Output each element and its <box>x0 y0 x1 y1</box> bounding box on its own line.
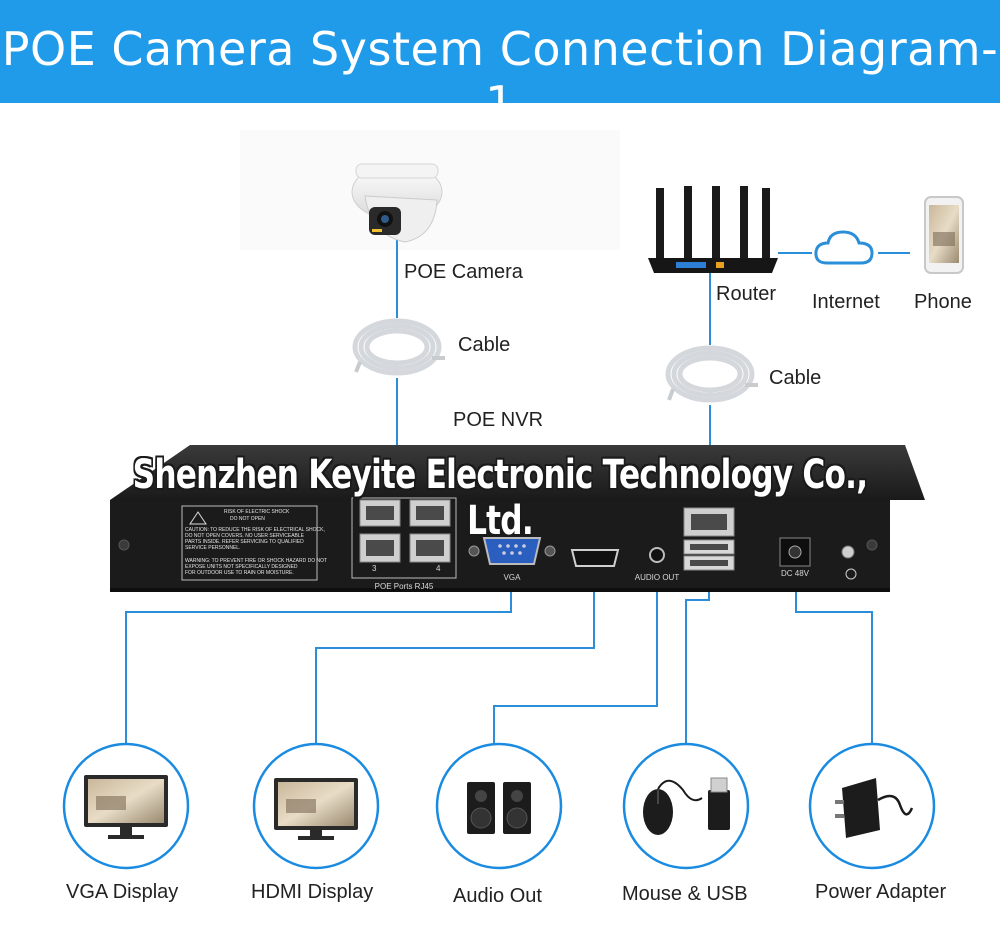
internet-label: Internet <box>812 291 880 313</box>
poe-camera-icon <box>351 163 443 243</box>
warning-line: RISK OF ELECTRIC SHOCK <box>224 509 290 515</box>
internet-cloud-icon <box>814 230 874 265</box>
poe-nvr-icon: RISK OF ELECTRIC SHOCK DO NOT OPEN CAUTI… <box>110 445 925 592</box>
poe-rj45-ports <box>359 499 451 563</box>
vga-label: VGA <box>504 573 522 582</box>
router-label: Router <box>716 283 777 305</box>
poe-port-number: 4 <box>436 564 441 573</box>
usb-dongle-icon <box>708 777 730 830</box>
poe-port-number: 3 <box>372 564 377 573</box>
vga-to-display-line <box>125 580 512 748</box>
vga-port <box>468 537 556 565</box>
cable-right-icon <box>665 345 758 403</box>
device-label-mouse-usb: Mouse & USB <box>622 883 748 905</box>
audio-out-jack <box>649 547 665 563</box>
lan-usb-ports <box>683 507 735 571</box>
warning-line: WARNING: TO PREVENT FIRE OR SHOCK HAZARD… <box>185 558 327 564</box>
power-to-adapter-line <box>795 565 873 748</box>
phone-icon <box>924 196 964 274</box>
poe-nvr-label: POE NVR <box>453 409 544 431</box>
cable-left-label: Cable <box>458 334 511 356</box>
speaker-icon <box>467 782 531 834</box>
warning-line: DO NOT OPEN COVERS. NO USER SERVICEABLE <box>185 533 305 539</box>
audio-to-speaker-line <box>493 572 658 748</box>
warning-line: FOR OUTDOOR USE TO RAIN OR MOISTURE. <box>185 570 294 576</box>
usb-to-mouse-line <box>685 580 710 748</box>
warning-label-text: RISK OF ELECTRIC SHOCK DO NOT OPEN CAUTI… <box>185 509 327 576</box>
audio-out-circle <box>435 742 563 870</box>
hdmi-port <box>570 549 620 567</box>
mouse-icon <box>643 779 703 835</box>
hdmi-to-display-line <box>315 572 595 748</box>
poe-camera-label: POE Camera <box>404 261 523 283</box>
dc-power-jack <box>788 545 802 559</box>
warning-line: CAUTION: TO REDUCE THE RISK OF ELECTRICA… <box>185 527 325 533</box>
page-title: POE Camera System Connection Diagram-1 <box>1 22 999 130</box>
warning-line: EXPOSE UNITS NOT SPECIFICALLY DESIGNED <box>185 564 298 570</box>
router-icon <box>648 186 778 273</box>
ground-screw-icon <box>841 545 855 559</box>
poe-ports-label: POE Ports RJ45 <box>375 582 434 591</box>
warning-line: PARTS INSIDE. REFER SERVICING TO QUALIFI… <box>185 539 304 545</box>
company-watermark: Shenzhen Keyite Electronic Technology Co… <box>132 452 868 544</box>
device-label-audio-out: Audio Out <box>453 885 542 907</box>
device-label-power-adapter: Power Adapter <box>815 881 947 903</box>
ground-symbol-icon <box>845 568 857 580</box>
mouse-usb-circle <box>622 742 750 870</box>
phone-label: Phone <box>914 291 972 313</box>
cable-right-label: Cable <box>769 367 822 389</box>
audio-out-label: AUDIO OUT <box>635 573 680 582</box>
device-label-vga-display: VGA Display <box>66 881 179 903</box>
hdmi-monitor-icon <box>274 778 358 840</box>
warning-line: DO NOT OPEN <box>230 516 265 522</box>
device-circles <box>62 742 936 870</box>
power-adapter-icon <box>835 778 914 838</box>
cable-left-icon <box>352 318 445 376</box>
dc-label: DC 48V <box>781 569 810 578</box>
vga-monitor-icon <box>84 775 168 839</box>
device-label-hdmi-display: HDMI Display <box>251 881 374 903</box>
title-banner: POE Camera System Connection Diagram-1 <box>0 0 1000 130</box>
warning-line: SERVICE PERSONNEL. <box>185 545 240 551</box>
